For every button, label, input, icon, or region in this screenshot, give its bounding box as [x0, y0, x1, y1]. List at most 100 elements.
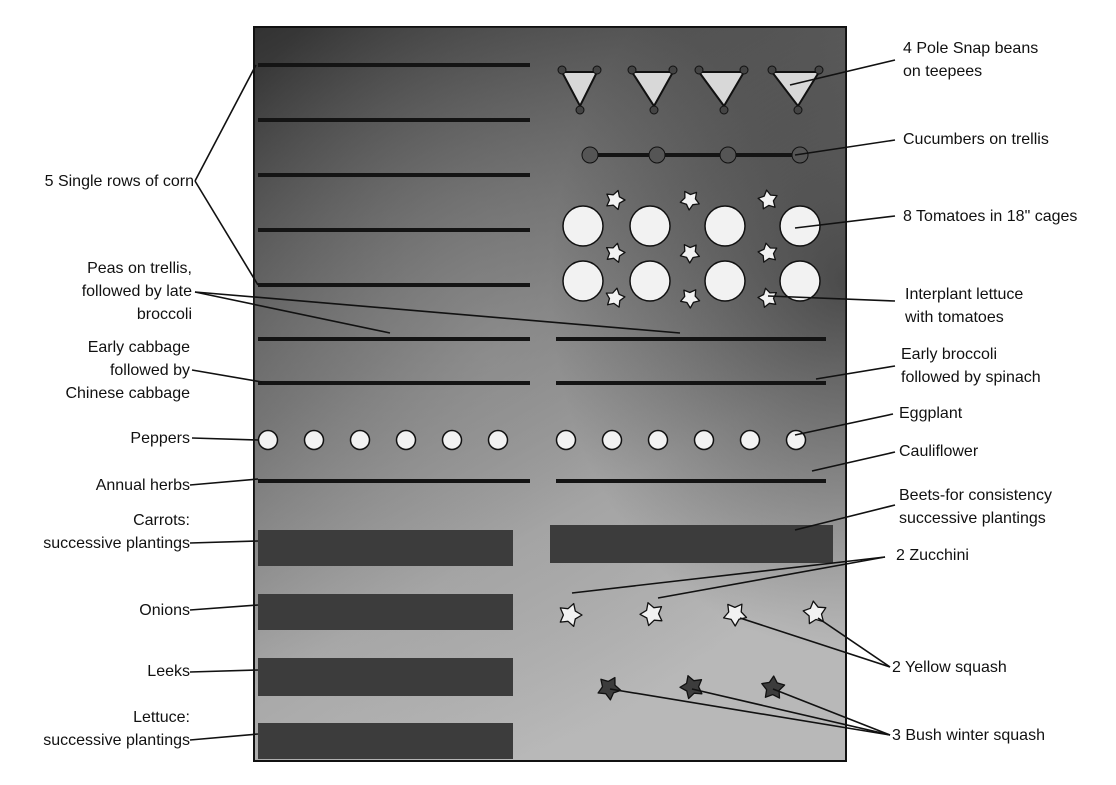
- leader-line: [571, 556, 886, 594]
- label-carrots: Carrots:successive plantings: [43, 512, 190, 552]
- tomato-cage: [562, 260, 604, 302]
- lettuce-plant: [757, 189, 778, 210]
- tomato-cage: [779, 260, 821, 302]
- mid-rows: [258, 337, 826, 483]
- interplant-lettuce-plants: [605, 189, 778, 309]
- leader-line: [794, 413, 894, 436]
- leader-line: [739, 617, 891, 668]
- leader-line: [189, 733, 259, 741]
- lettuce-plant: [605, 287, 626, 308]
- leader-line: [789, 59, 896, 86]
- pepper-plant: [441, 429, 463, 451]
- leader-line: [657, 556, 886, 599]
- zucchini-plant: [559, 602, 583, 628]
- pepper-plant: [349, 429, 371, 451]
- label-lettuce: Lettuce:successive plantings: [43, 709, 190, 749]
- leader-line: [189, 604, 259, 611]
- leeks-bed: [258, 658, 513, 696]
- leader-line: [194, 180, 259, 286]
- leader-line: [189, 669, 259, 673]
- eggplant-plant: [693, 429, 715, 451]
- yellow-squash-plant: [722, 603, 748, 627]
- label-tomatoes: 8 Tomatoes in 18" cages: [903, 208, 1078, 225]
- label-leeks: Leeks: [147, 663, 190, 680]
- leader-line: [189, 540, 259, 544]
- lettuce-plant: [757, 242, 778, 263]
- tomato-cage: [704, 205, 746, 247]
- label-cauliflower: Cauliflower: [899, 443, 979, 460]
- lettuce-plant: [679, 244, 701, 264]
- leader-line: [194, 291, 681, 334]
- label-winter-squash: 3 Bush winter squash: [892, 727, 1045, 744]
- label-yellow-squash: 2 Yellow squash: [892, 659, 1007, 676]
- leader-line: [189, 478, 259, 486]
- leader-line: [817, 617, 891, 668]
- corn-rows: [258, 63, 530, 287]
- teepee: [694, 65, 749, 115]
- lettuce-plant: [679, 190, 700, 211]
- lettuce-plant: [757, 287, 778, 308]
- cucumber-plant: [719, 146, 737, 164]
- leader-line: [815, 365, 896, 380]
- pepper-plant: [257, 429, 279, 451]
- lettuce-plant: [605, 242, 626, 263]
- teepee: [627, 65, 678, 115]
- bed-bands: [258, 525, 833, 759]
- label-annual-herbs: Annual herbs: [95, 477, 190, 494]
- lettuce-bed: [258, 723, 513, 759]
- label-corn: 5 Single rows of corn: [44, 173, 194, 190]
- label-zucchini: 2 Zucchini: [896, 547, 969, 564]
- leader-line: [794, 215, 896, 229]
- leader-line: [811, 451, 896, 472]
- leader-line: [194, 291, 391, 334]
- winter-squash-plant: [761, 675, 786, 699]
- squash-plants: [559, 600, 827, 701]
- label-peppers: Peppers: [130, 430, 190, 447]
- leader-line: [767, 295, 896, 302]
- tomato-cage: [704, 260, 746, 302]
- lettuce-plant: [679, 289, 701, 309]
- lettuce-plant: [606, 189, 626, 211]
- leader-lines: [189, 59, 896, 741]
- tomato-cage: [562, 205, 604, 247]
- leader-line: [794, 139, 896, 156]
- eggplant-plant: [601, 429, 623, 451]
- beets-bed: [550, 525, 833, 563]
- eggplant-plant: [647, 429, 669, 451]
- cucumber-plant: [648, 146, 666, 164]
- yellow-squash-plant: [802, 600, 827, 625]
- eggplant-plant: [739, 429, 761, 451]
- leader-line: [194, 64, 257, 182]
- label-cucumbers: Cucumbers on trellis: [903, 131, 1049, 148]
- winter-squash-plant: [679, 675, 703, 700]
- leader-line: [191, 369, 263, 383]
- pepper-eggplant-row: [257, 429, 807, 451]
- leader-line: [609, 688, 891, 736]
- tomato-cages: [562, 205, 821, 302]
- leader-line: [794, 504, 896, 531]
- onions-bed: [258, 594, 513, 630]
- teepee: [557, 65, 602, 115]
- leader-line: [772, 688, 891, 736]
- label-onions: Onions: [139, 602, 190, 619]
- carrots-bed: [258, 530, 513, 566]
- winter-squash-plant: [597, 676, 622, 701]
- zucchini-plant: [639, 602, 663, 627]
- plot-shading-right: [254, 27, 846, 761]
- pepper-plant: [303, 429, 325, 451]
- tomato-cage: [779, 205, 821, 247]
- pepper-plant: [487, 429, 509, 451]
- cucumber-trellis: [581, 146, 809, 164]
- eggplant-plant: [555, 429, 577, 451]
- leader-line: [191, 437, 259, 441]
- eggplant-plant: [785, 429, 807, 451]
- leader-line: [691, 688, 891, 736]
- pepper-plant: [395, 429, 417, 451]
